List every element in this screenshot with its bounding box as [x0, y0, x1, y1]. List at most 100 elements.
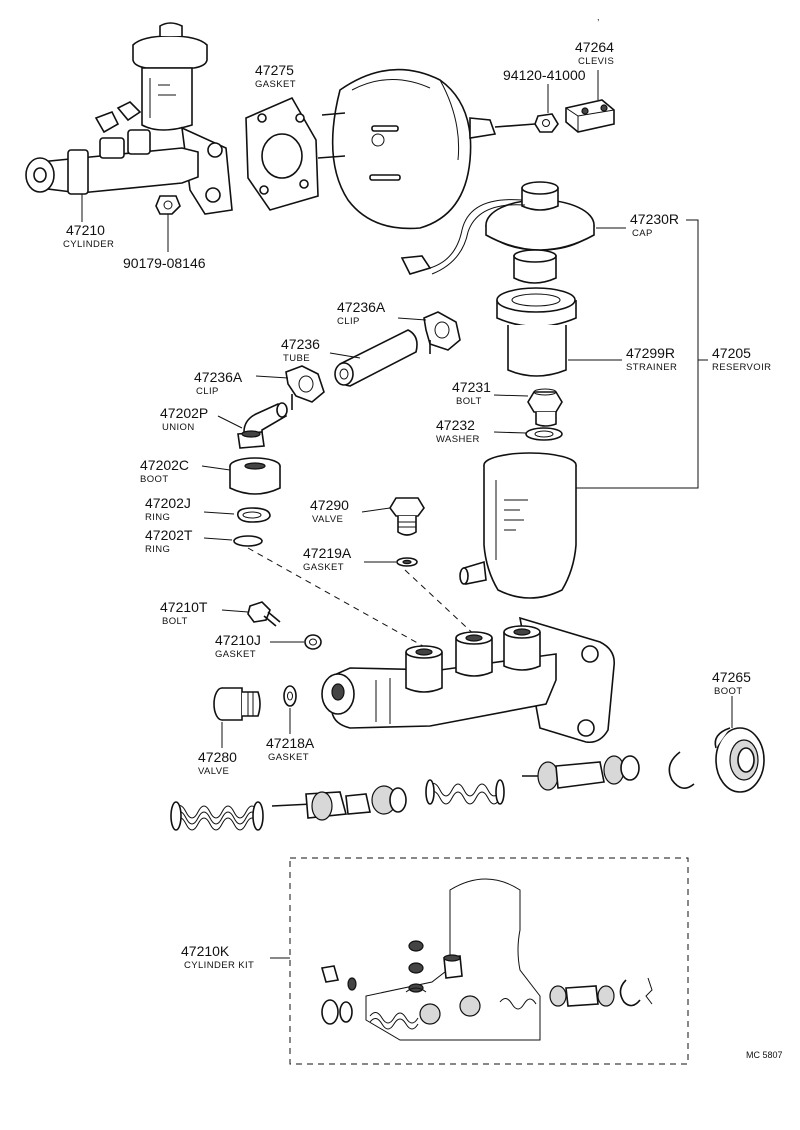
valve-47290-drawing: [389, 497, 425, 536]
gasket-plate-drawing: [245, 96, 319, 211]
label-47280: 47280 VALVE: [198, 749, 237, 777]
svg-text:47210T: 47210T: [160, 599, 208, 615]
leader-47231: [493, 394, 529, 397]
spring-mid-drawing: [425, 779, 505, 805]
svg-text:RESERVOIR: RESERVOIR: [712, 362, 771, 373]
label-47230R: 47230R CAP: [630, 211, 679, 239]
svg-text:UNION: UNION: [162, 422, 195, 433]
main-cylinder-drawing: [321, 616, 616, 744]
svg-text:BOOT: BOOT: [714, 686, 743, 697]
svg-text:BOOT: BOOT: [140, 474, 169, 485]
svg-text:47202P: 47202P: [160, 405, 208, 421]
leader-47202J: [203, 511, 235, 515]
svg-text:CLEVIS: CLEVIS: [578, 56, 614, 67]
leader-47236: [329, 352, 361, 359]
svg-text:BOLT: BOLT: [162, 616, 188, 627]
svg-text:47219A: 47219A: [303, 545, 352, 561]
label-47236A-low: 47236A CLIP: [194, 369, 243, 397]
svg-text:RING: RING: [145, 512, 170, 523]
leader-47202T: [203, 537, 233, 541]
piston-secondary-drawing: [522, 755, 640, 791]
label-47231: 47231 BOLT: [452, 379, 491, 407]
svg-text:47218A: 47218A: [266, 735, 315, 751]
label-47202J: 47202J RING: [145, 495, 191, 523]
label-47236A-top: 47236A CLIP: [337, 299, 386, 327]
reservoir-cap-drawing: [400, 181, 595, 284]
gasket-47210J-drawing: [304, 634, 322, 650]
svg-text:TUBE: TUBE: [283, 353, 310, 364]
label-47265: 47265 BOOT: [712, 669, 751, 697]
label-47202C: 47202C BOOT: [140, 457, 189, 485]
svg-text:47202C: 47202C: [140, 457, 189, 473]
nut-94120-drawing: [534, 113, 559, 133]
bracket-47205: [570, 219, 699, 489]
svg-text:VALVE: VALVE: [312, 514, 343, 525]
label-47205: 47205 RESERVOIR: [712, 345, 771, 373]
svg-text:47232: 47232: [436, 417, 475, 433]
washer-47232-drawing: [525, 427, 563, 441]
svg-text:47210: 47210: [66, 222, 105, 238]
svg-text:47275: 47275: [255, 62, 294, 78]
label-47236: 47236 TUBE: [281, 336, 320, 364]
label-47210J: 47210J GASKET: [215, 632, 261, 660]
label-47275: 47275 GASKET: [255, 62, 296, 90]
svg-text:GASKET: GASKET: [303, 562, 344, 573]
svg-text:CYLINDER: CYLINDER: [63, 239, 114, 250]
piston-primary-drawing: [271, 785, 407, 821]
footer-code: MC 5807: [746, 1050, 783, 1060]
gasket-47219A-drawing: [396, 557, 418, 567]
svg-text:47210J: 47210J: [215, 632, 261, 648]
reservoir-body-drawing: [459, 452, 577, 599]
leader-47232: [493, 431, 527, 434]
svg-text:47265: 47265: [712, 669, 751, 685]
svg-text:47264: 47264: [575, 39, 614, 55]
svg-text:47210K: 47210K: [181, 943, 230, 959]
snap-ring-drawing: [668, 751, 695, 789]
label-94120-41000: 94120-41000: [503, 67, 586, 83]
svg-text:CLIP: CLIP: [337, 316, 360, 327]
label-47218A: 47218A GASKET: [266, 735, 315, 763]
label-47210: 47210 CYLINDER: [63, 222, 114, 250]
clip-top-drawing: [423, 311, 461, 354]
assembly-line-1: [247, 547, 431, 651]
leader-47290: [361, 507, 391, 513]
corner-mark: ,: [597, 12, 600, 22]
leader-47236A-top: [397, 317, 427, 321]
svg-text:47230R: 47230R: [630, 211, 679, 227]
svg-text:47231: 47231: [452, 379, 491, 395]
svg-text:CYLINDER KIT: CYLINDER KIT: [184, 960, 254, 971]
clevis-drawing: [565, 99, 615, 133]
cylinder-assembly-drawing: [25, 22, 233, 215]
svg-text:GASKET: GASKET: [255, 79, 296, 90]
svg-text:CLIP: CLIP: [196, 386, 219, 397]
boot-47202C-drawing: [229, 457, 281, 495]
strainer-drawing: [496, 287, 577, 377]
leader-47202C: [201, 465, 231, 471]
svg-text:BOLT: BOLT: [456, 396, 482, 407]
svg-text:47299R: 47299R: [626, 345, 675, 361]
label-47219A: 47219A GASKET: [303, 545, 352, 573]
label-47202P: 47202P UNION: [160, 405, 208, 433]
leader-47210T: [221, 609, 249, 613]
svg-text:CAP: CAP: [632, 228, 653, 239]
boot-47265-drawing: [714, 727, 765, 793]
brake-booster-drawing: [317, 68, 536, 230]
leader-47236A-low: [255, 375, 289, 379]
svg-text:47202J: 47202J: [145, 495, 191, 511]
gasket-47218A-drawing: [283, 685, 297, 707]
svg-text:WASHER: WASHER: [436, 434, 480, 445]
label-47210T: 47210T BOLT: [160, 599, 208, 627]
label-47202T: 47202T RING: [145, 527, 193, 555]
cylinder-kit-box: [289, 857, 689, 1065]
tube-drawing: [334, 329, 418, 387]
label-47290: 47290 VALVE: [310, 497, 349, 525]
svg-text:47202T: 47202T: [145, 527, 193, 543]
ring-47202T-drawing: [233, 535, 263, 547]
label-47210K: 47210K CYLINDER KIT: [181, 943, 254, 971]
clip-low-drawing: [285, 365, 325, 410]
svg-text:47236A: 47236A: [337, 299, 386, 315]
svg-text:47236: 47236: [281, 336, 320, 352]
svg-text:GASKET: GASKET: [268, 752, 309, 763]
cylinder-kit-drawing: [320, 878, 653, 1041]
